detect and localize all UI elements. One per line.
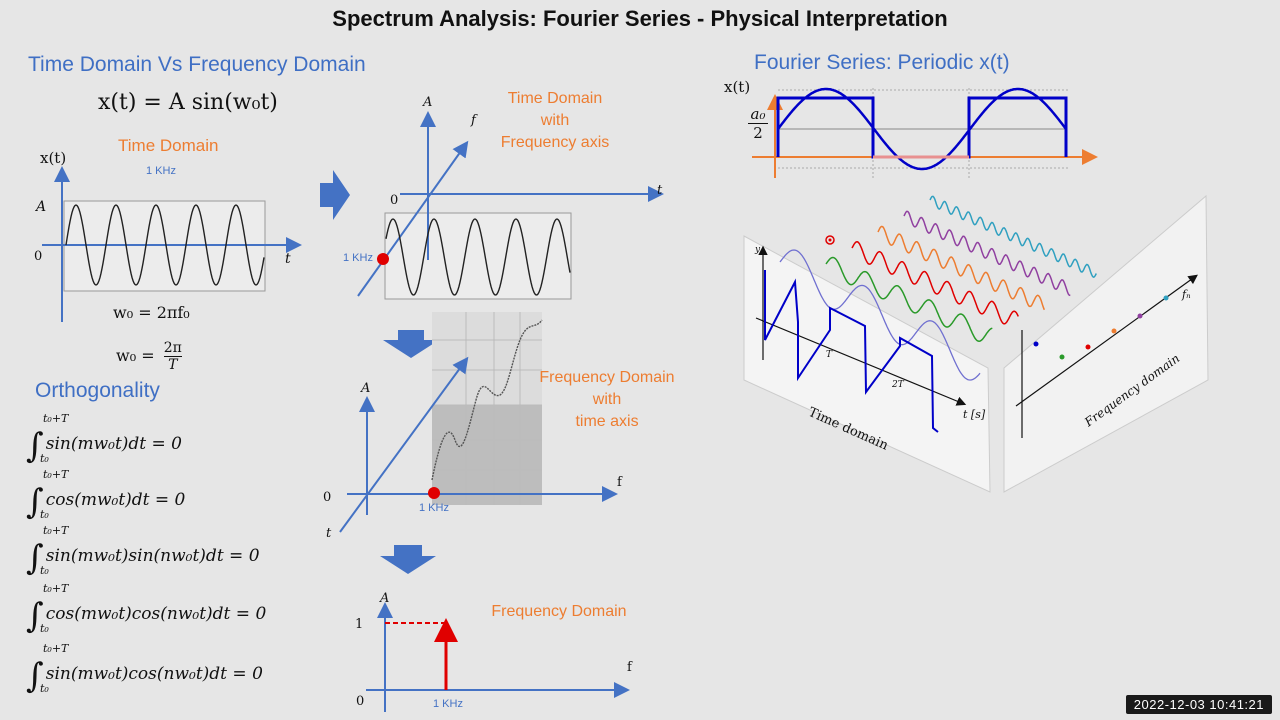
y-axis-label: x(t)	[40, 149, 67, 167]
freq-domain-label: Frequency Domain	[491, 603, 627, 620]
period-2t-label: 2T	[892, 380, 904, 390]
fourier-periodic-plot	[752, 87, 1098, 180]
amp-axis-label: A	[380, 591, 390, 606]
main-equation: x(t) = A sin(w₀t)	[98, 90, 278, 115]
khz-label: 1 KHz	[433, 698, 463, 710]
zero-label: 0	[34, 249, 43, 264]
page-title: Spectrum Analysis: Fourier Series - Phys…	[332, 6, 948, 31]
harmonic-wave	[825, 256, 993, 342]
period-label: T	[826, 350, 833, 360]
right-arrow-icon	[320, 170, 350, 220]
zero-label: 0	[356, 694, 365, 709]
y-label: y	[755, 245, 761, 255]
section-time-vs-freq: Time Domain Vs Frequency Domain	[28, 53, 366, 76]
section-fourier-series: Fourier Series: Periodic x(t)	[754, 51, 1010, 74]
fd-time-axis-plot	[339, 312, 618, 533]
x-t-label: x(t)	[724, 78, 751, 96]
amp-label: A	[36, 199, 47, 215]
khz-label: 1 KHz	[343, 252, 373, 264]
fn-label: fₙ	[1182, 288, 1191, 301]
w0-equation-1: w₀ = 2πf₀	[113, 303, 190, 322]
freq-1khz-label: 1 KHz	[146, 165, 176, 177]
t-axis-label: t	[326, 526, 332, 541]
f-axis-label: f	[617, 475, 622, 490]
harmonic-wave	[929, 195, 1097, 279]
f-axis-label: f	[627, 660, 632, 675]
fourier-3d-illustration	[743, 194, 1209, 493]
t-label: t	[285, 251, 291, 267]
time-domain-label: Time Domain	[118, 136, 219, 155]
timestamp: 2022-12-03 10:41:21	[1125, 695, 1272, 714]
freq-domain-plot	[366, 602, 630, 712]
t-axis-label: t	[657, 183, 663, 198]
f-axis-label: f	[471, 113, 476, 128]
zero-label: 0	[323, 490, 332, 505]
one-label: 1	[355, 617, 364, 632]
down-arrow-icon	[383, 330, 439, 358]
harmonic-wave	[851, 241, 1019, 325]
spectrum-dots	[1033, 295, 1169, 360]
t-seconds-label: t [s]	[963, 408, 986, 421]
harmonic-wave	[877, 225, 1046, 311]
zero-label: 0	[390, 193, 399, 208]
td-freq-axis-plot	[357, 111, 664, 300]
harmonic-wave	[903, 210, 1071, 297]
section-orthogonality: Orthogonality	[35, 379, 160, 402]
amp-axis-label: A	[423, 95, 433, 110]
fundamental-wave	[779, 249, 981, 381]
khz-label: 1 KHz	[419, 502, 449, 514]
down-arrow-icon	[380, 545, 436, 574]
w0-equation-2: w₀ = 2π T	[116, 340, 182, 373]
amp-axis-label: A	[361, 381, 371, 396]
left-time-plot	[42, 166, 302, 322]
